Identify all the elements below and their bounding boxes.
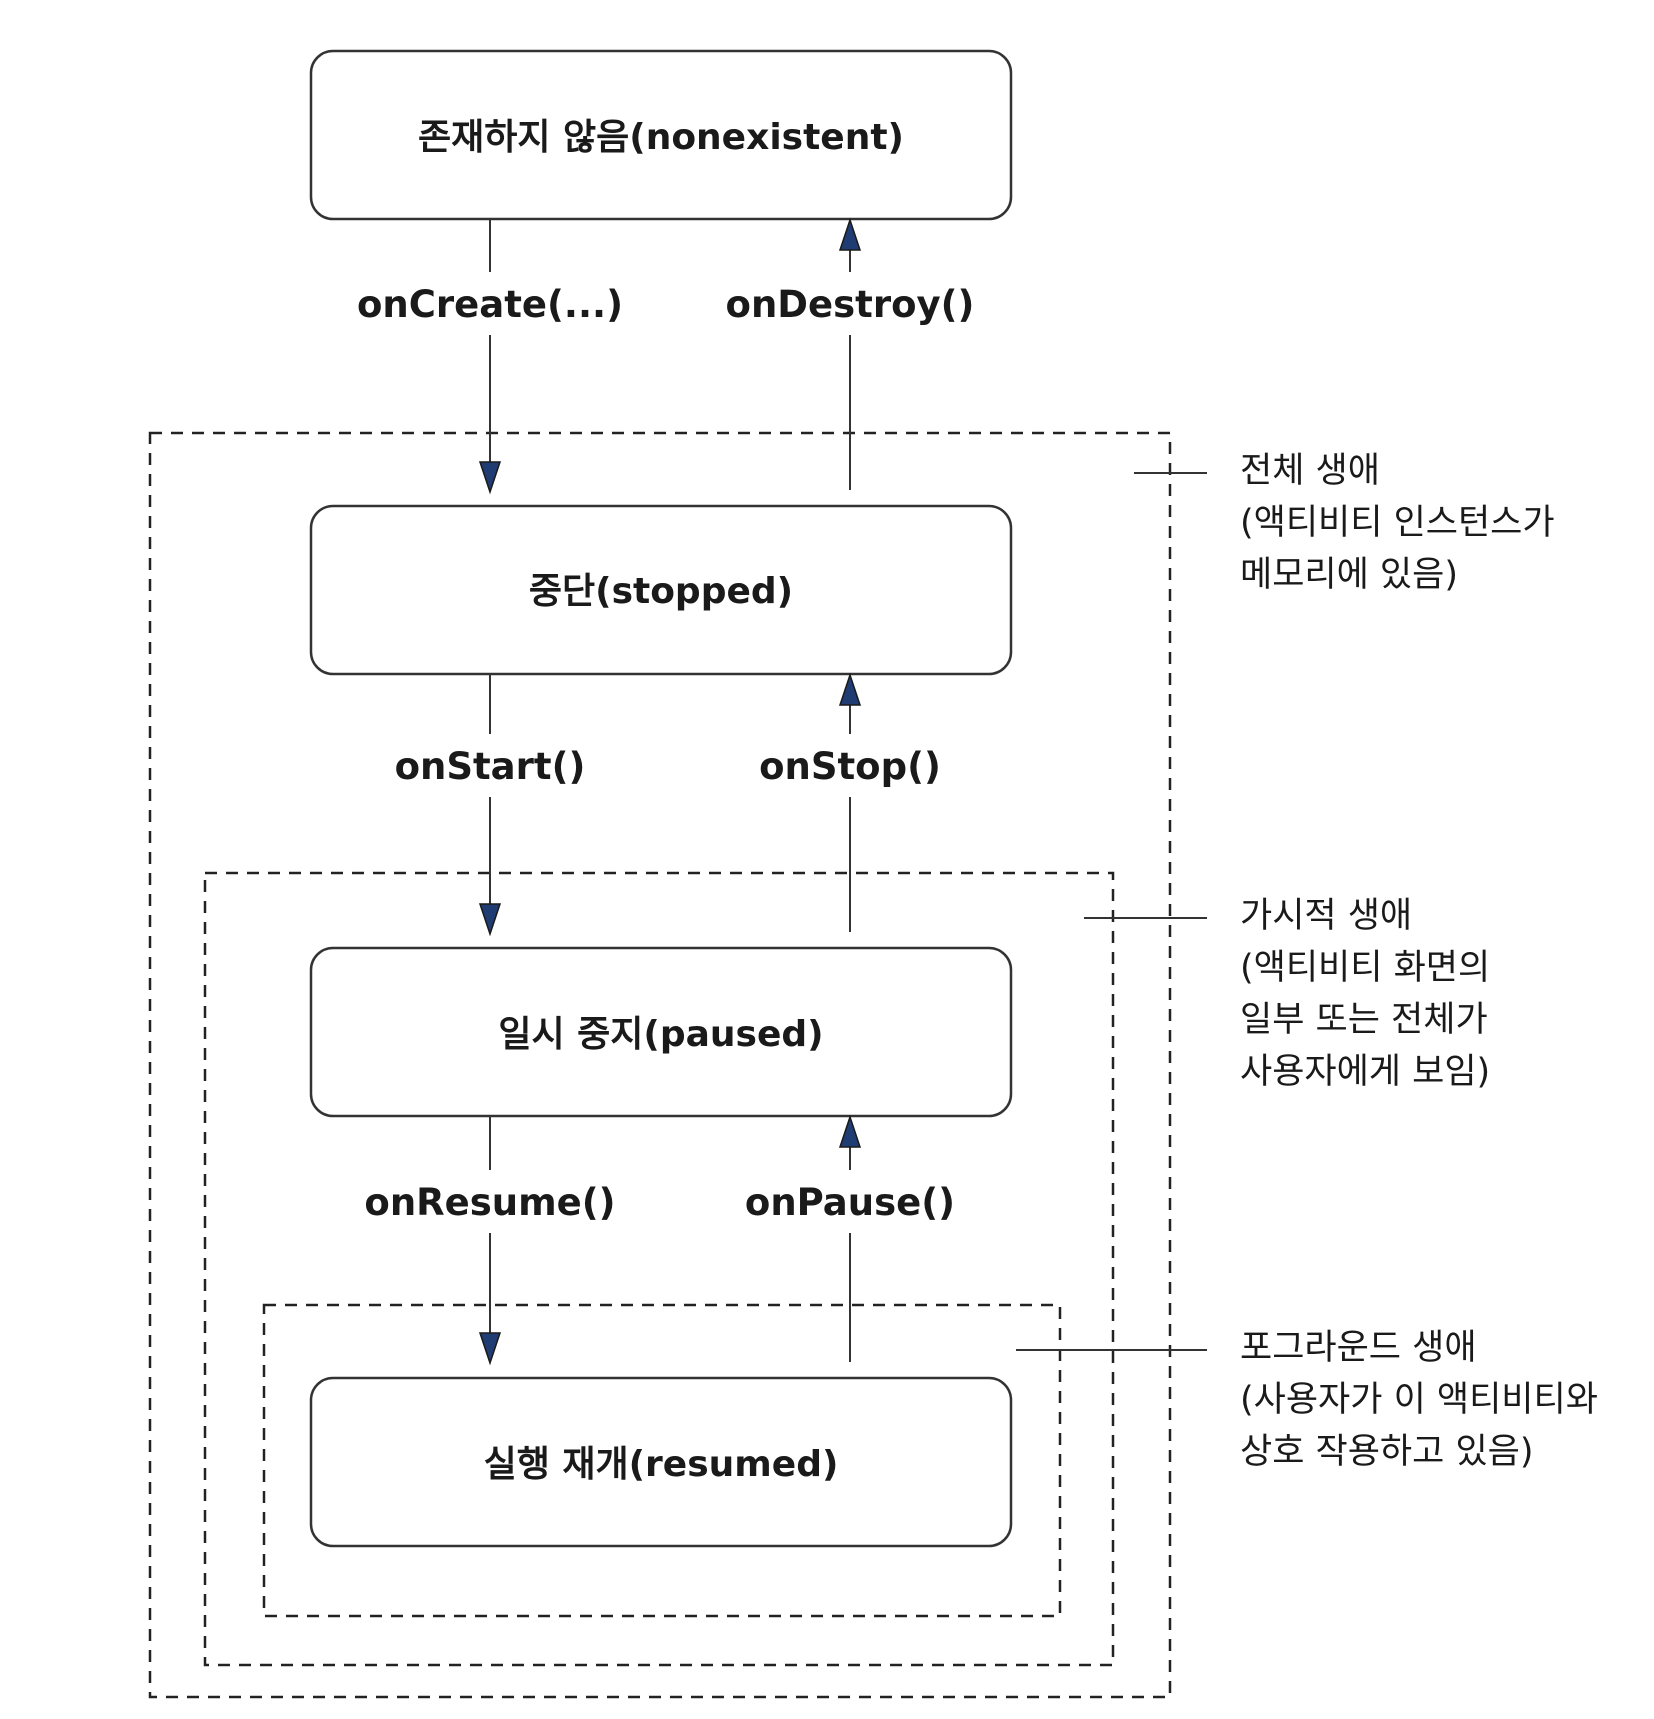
visible-lifetime-desc-3: 사용자에게 보임) [1240,1052,1490,1092]
visible-lifetime-desc-1: (액티비티 화면의 [1240,948,1490,988]
transition-on-stop: onStop() [759,672,941,932]
state-nonexistent-label: 존재하지 않음(nonexistent) [418,117,904,158]
arrowhead-down-icon [478,1332,502,1366]
on-stop-label: onStop() [759,745,941,788]
visible-lifetime-desc-2: 일부 또는 전체가 [1240,1000,1488,1040]
state-paused-label: 일시 중지(paused) [498,1014,823,1055]
on-create-label: onCreate(...) [357,283,623,326]
entire-lifetime-boundary [148,431,1172,1699]
state-stopped-label: 중단(stopped) [529,571,793,612]
state-nonexistent: 존재하지 않음(nonexistent) [309,49,1013,221]
on-resume-label: onResume() [364,1181,615,1224]
transition-on-start: onStart() [395,674,586,937]
visible-lifetime-title: 가시적 생애 [1240,896,1412,936]
arrowhead-up-icon [838,672,862,706]
arrowhead-down-icon [478,903,502,937]
entire-lifetime-desc-2: 메모리에 있음) [1240,555,1458,595]
transition-on-destroy: onDestroy() [726,217,975,490]
foreground-lifetime-title: 포그라운드 생애 [1240,1328,1477,1368]
arrowhead-up-icon [838,1114,862,1148]
entire-lifetime-note: 전체 생애 (액티비티 인스턴스가 메모리에 있음) [1240,451,1555,595]
foreground-lifetime-boundary [262,1303,1062,1618]
transition-on-pause: onPause() [745,1114,955,1362]
foreground-lifetime-desc-2: 상호 작용하고 있음) [1240,1432,1534,1472]
state-resumed: 실행 재개(resumed) [309,1376,1013,1548]
state-paused: 일시 중지(paused) [309,946,1013,1118]
transition-on-create: onCreate(...) [357,219,623,495]
state-resumed-label: 실행 재개(resumed) [484,1444,839,1485]
on-destroy-label: onDestroy() [726,283,975,326]
foreground-lifetime-note: 포그라운드 생애 (사용자가 이 액티비티와 상호 작용하고 있음) [1240,1328,1598,1472]
on-start-label: onStart() [395,745,586,788]
arrowhead-up-icon [838,217,862,251]
foreground-lifetime-desc-1: (사용자가 이 액티비티와 [1240,1380,1598,1420]
entire-lifetime-desc-1: (액티비티 인스턴스가 [1240,503,1555,543]
transition-on-resume: onResume() [364,1116,616,1366]
state-stopped: 중단(stopped) [309,504,1013,676]
visible-lifetime-note: 가시적 생애 (액티비티 화면의 일부 또는 전체가 사용자에게 보임) [1240,896,1490,1092]
visible-lifetime-boundary [203,871,1115,1667]
arrowhead-down-icon [478,461,502,495]
on-pause-label: onPause() [745,1181,955,1224]
entire-lifetime-title: 전체 생애 [1240,451,1380,491]
